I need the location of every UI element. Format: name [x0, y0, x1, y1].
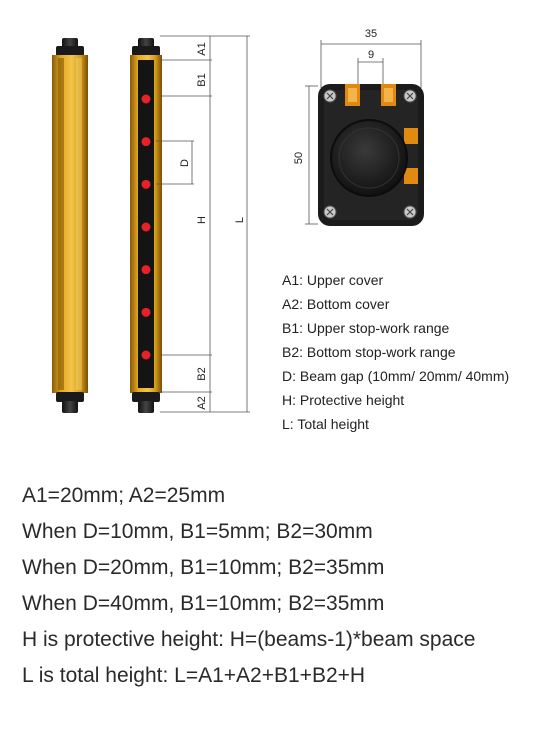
label-a1: A1 — [196, 42, 208, 55]
dimension-legend: A1: Upper cover A2: Bottom cover B1: Upp… — [282, 268, 509, 436]
cross-section-view: 35 9 50 — [293, 28, 424, 226]
light-curtain-front-view — [130, 38, 162, 413]
beam-dot — [141, 222, 151, 232]
light-curtain-side-view — [52, 38, 88, 413]
label-slot-9: 9 — [368, 49, 374, 61]
note-line: When D=20mm, B1=10mm; B2=35mm — [22, 556, 385, 579]
note-line: A1=20mm; A2=25mm — [22, 484, 226, 507]
legend-item: D: Beam gap (10mm/ 20mm/ 40mm) — [282, 368, 510, 384]
beam-dots — [141, 94, 151, 360]
legend-item: A2: Bottom cover — [282, 296, 390, 312]
label-width-35: 35 — [365, 28, 377, 40]
dimension-labels: A1 B1 D H L B2 A2 — [179, 42, 246, 409]
label-height-50: 50 — [293, 152, 305, 164]
light-curtain-diagram: A1 B1 D H L B2 A2 35 9 50 — [52, 28, 424, 413]
label-l: L — [234, 217, 246, 223]
beam-dot — [141, 265, 151, 275]
beam-dot — [141, 94, 151, 104]
label-b2: B2 — [196, 367, 208, 380]
label-a2: A2 — [196, 396, 208, 409]
label-b1: B1 — [196, 73, 208, 86]
specification-notes: A1=20mm; A2=25mm When D=10mm, B1=5mm; B2… — [22, 478, 475, 694]
legend-item: B1: Upper stop-work range — [282, 320, 450, 336]
note-line: When D=10mm, B1=5mm; B2=30mm — [22, 520, 373, 543]
label-d: D — [179, 159, 191, 167]
beam-dot — [141, 137, 151, 147]
note-line: H is protective height: H=(beams-1)*beam… — [22, 628, 476, 651]
beam-dot — [141, 307, 151, 317]
legend-item: B2: Bottom stop-work range — [282, 344, 456, 360]
note-line: L is total height: L=A1+A2+B1+B2+H — [22, 664, 366, 687]
legend-item: L: Total height — [282, 416, 369, 432]
legend-item: A1: Upper cover — [282, 272, 384, 288]
beam-dot — [141, 179, 151, 189]
beam-dot — [141, 350, 151, 360]
legend-item: H: Protective height — [282, 392, 405, 408]
label-h: H — [196, 216, 208, 224]
dimension-lines — [156, 35, 250, 413]
note-line: When D=40mm, B1=10mm; B2=35mm — [22, 592, 385, 615]
